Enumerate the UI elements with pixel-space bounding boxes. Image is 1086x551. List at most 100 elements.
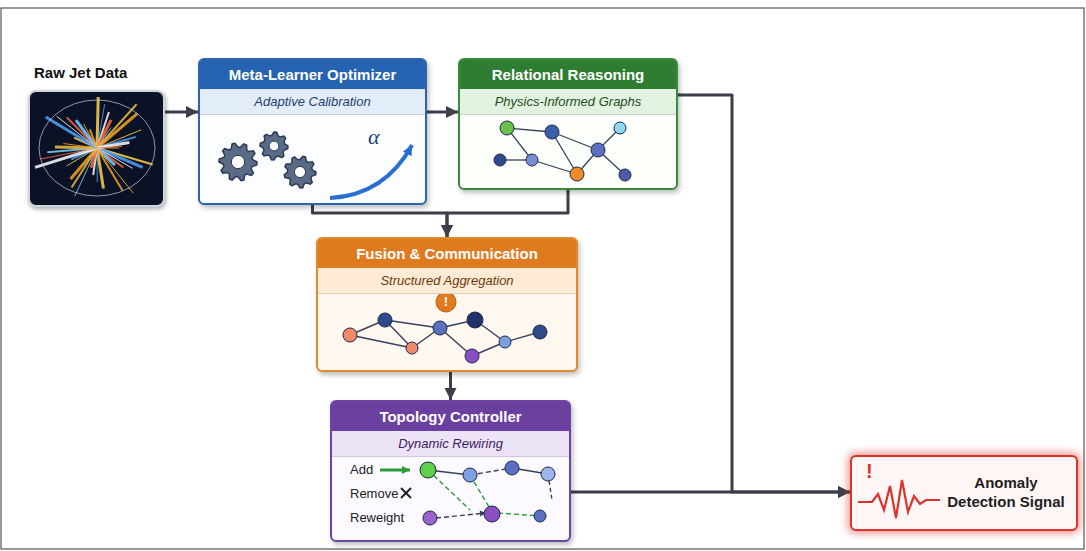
illustration-part xyxy=(75,148,97,196)
illustration-part xyxy=(512,468,548,474)
illustration-part xyxy=(614,122,626,134)
illustration-part xyxy=(97,148,122,190)
illustration-part xyxy=(385,320,412,348)
illustration-part xyxy=(67,148,97,166)
illustration-part xyxy=(74,138,97,148)
flow-arrow xyxy=(313,205,448,237)
operation-label: Remove xyxy=(350,486,398,501)
illustration-part xyxy=(401,488,411,498)
illustration-part xyxy=(380,469,410,472)
box-heading: Anomaly Detection Signal xyxy=(944,474,1068,512)
alert-mark: ! xyxy=(441,293,451,311)
illustration-part xyxy=(97,130,141,148)
illustration-part xyxy=(97,147,122,148)
box-subtitle: Structured Aggregation xyxy=(318,268,576,294)
illustration-part xyxy=(39,100,155,196)
illustration-part xyxy=(97,114,137,148)
illustration-part xyxy=(67,117,97,148)
box-heading: Meta-Learner Optimizer xyxy=(200,60,425,89)
illustration-part xyxy=(541,467,555,481)
illustration-part xyxy=(507,128,552,132)
illustration-part xyxy=(46,117,97,148)
illustration-part xyxy=(499,336,511,348)
illustration-part xyxy=(57,116,97,148)
illustration-part xyxy=(494,121,631,181)
illustration-part xyxy=(507,128,532,160)
illustration-part xyxy=(475,320,505,342)
illustration-part xyxy=(526,154,538,166)
illustration-part xyxy=(284,156,316,188)
process-box: Meta-Learner OptimizerAdaptive Calibrati… xyxy=(198,58,427,205)
illustration-part xyxy=(433,321,447,335)
illustration-part xyxy=(97,148,115,165)
illustration-part xyxy=(423,511,437,525)
illustration-part xyxy=(97,148,119,149)
illustration-part xyxy=(76,120,97,148)
illustration-part xyxy=(440,320,475,328)
illustration-part xyxy=(97,148,103,188)
illustration-part xyxy=(552,132,598,150)
illustration-part xyxy=(858,480,940,518)
illustration-part xyxy=(63,144,97,148)
illustration-part xyxy=(412,328,440,348)
illustration-part xyxy=(470,468,512,475)
illustration-part xyxy=(472,342,505,356)
illustration-part xyxy=(420,462,436,478)
illustration-part xyxy=(35,97,153,196)
illustration-part xyxy=(97,104,105,148)
illustration-part xyxy=(350,320,385,335)
illustration-part xyxy=(577,150,598,174)
illustration-part xyxy=(440,328,472,356)
illustration-part xyxy=(219,143,257,181)
illustration-part xyxy=(598,128,620,150)
illustration-part xyxy=(545,125,559,139)
box-heading: Fusion & Communication xyxy=(318,239,576,268)
illustration-part xyxy=(97,97,98,148)
illustration-part xyxy=(484,506,500,522)
illustration-part xyxy=(55,147,97,148)
flow-arrow xyxy=(427,111,458,114)
illustration-part xyxy=(35,148,97,167)
illustration-part xyxy=(598,150,625,175)
alert-mark: ! xyxy=(866,460,873,483)
illustration-part xyxy=(260,132,288,160)
illustration-part xyxy=(97,148,123,168)
illustration-part xyxy=(465,349,479,363)
illustration-part xyxy=(591,143,605,157)
jet-image-box: Raw Jet Data xyxy=(28,90,165,207)
illustration-part xyxy=(470,475,492,512)
illustration-part xyxy=(97,104,137,148)
process-box: Relational ReasoningPhysics-Informed Gra… xyxy=(458,58,678,190)
illustration-part xyxy=(350,320,540,356)
illustration-part xyxy=(505,332,540,342)
flow-arrow xyxy=(447,190,568,237)
illustration-part xyxy=(350,335,412,348)
illustration-part xyxy=(467,312,483,328)
parameter-symbol: α xyxy=(368,124,380,150)
illustration-part xyxy=(269,141,279,151)
illustration-part xyxy=(72,148,97,188)
illustration-part xyxy=(378,313,392,327)
box-heading: Relational Reasoning xyxy=(460,60,676,89)
output-box: Anomaly Detection Signal xyxy=(850,455,1078,531)
illustration-part xyxy=(330,145,412,198)
illustration-part xyxy=(91,148,97,168)
illustration-part xyxy=(500,128,625,175)
flow-arrow xyxy=(449,372,452,400)
illustration-part xyxy=(93,148,97,175)
illustration-part xyxy=(343,312,547,363)
illustration-part xyxy=(90,129,97,148)
illustration-part xyxy=(97,148,133,168)
illustration-part xyxy=(97,148,153,165)
illustration-part xyxy=(260,132,288,160)
illustration-part xyxy=(619,169,631,181)
illustration-part xyxy=(428,470,470,510)
illustration-part xyxy=(97,148,98,182)
illustration-part xyxy=(219,132,316,188)
illustration-part xyxy=(219,143,257,181)
illustration-part xyxy=(552,132,577,174)
illustration-part xyxy=(401,488,411,498)
illustration-part xyxy=(1,8,1084,549)
illustration-part xyxy=(505,461,519,475)
